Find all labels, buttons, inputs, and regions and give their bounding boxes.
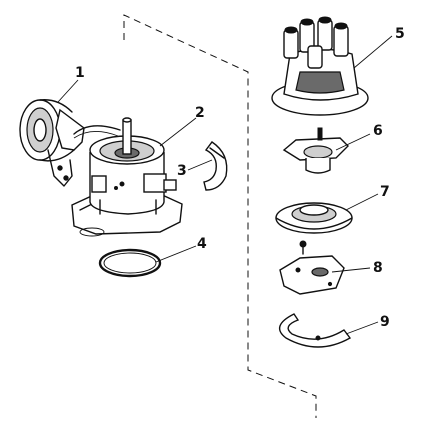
- leader-lines: [57, 35, 393, 335]
- dust-shield: [275, 202, 353, 234]
- rotor-arm: [282, 127, 349, 174]
- callout-2: 2: [195, 105, 205, 121]
- distributor-body: [71, 117, 183, 237]
- callout-9: 9: [380, 314, 390, 330]
- callout-5: 5: [395, 26, 405, 42]
- callout-3: 3: [177, 163, 187, 179]
- callout-6: 6: [373, 123, 383, 139]
- callout-4: 4: [197, 236, 207, 252]
- distributor-cap: [271, 16, 369, 116]
- snap-ring: [278, 313, 352, 348]
- screw: [299, 240, 307, 255]
- o-ring-seal: [98, 248, 162, 278]
- breaker-plate: [279, 255, 345, 295]
- callout-1: 1: [75, 65, 85, 81]
- retaining-clip: [203, 141, 228, 191]
- callout-7: 7: [380, 184, 390, 200]
- vacuum-advance-unit: [19, 99, 121, 187]
- callout-8: 8: [373, 260, 383, 276]
